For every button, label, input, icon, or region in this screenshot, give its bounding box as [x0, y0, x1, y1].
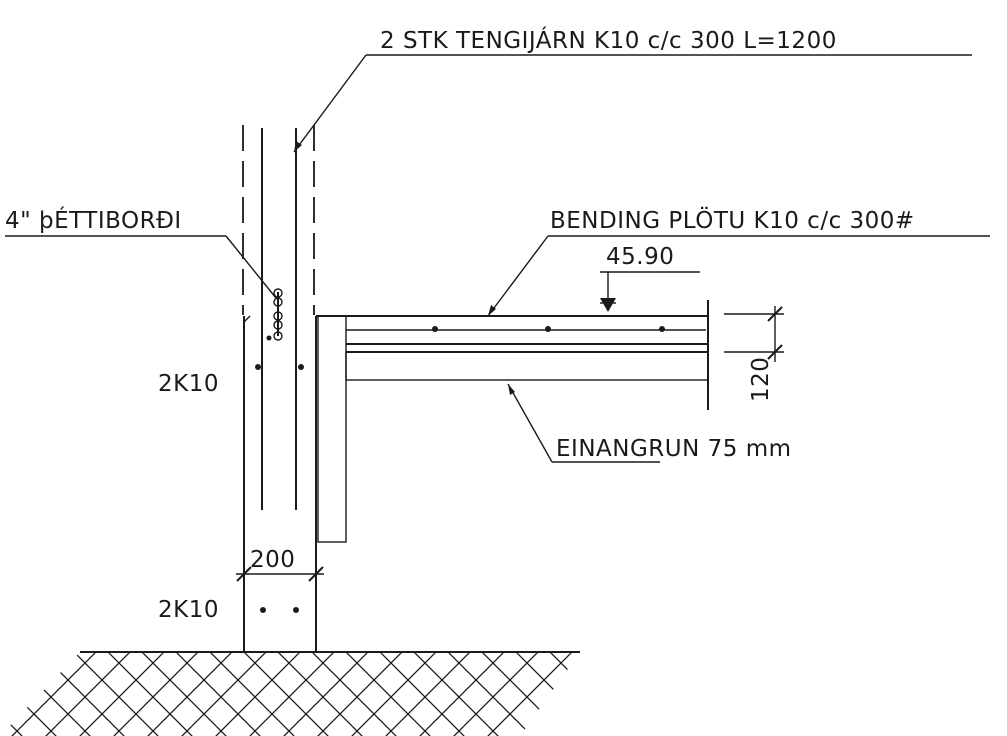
insulation-label: EINANGRUN 75 mm — [556, 436, 792, 462]
wall-rebar-dot — [298, 364, 304, 370]
footing — [243, 572, 317, 652]
footing-bars-label: 2K10 — [158, 597, 219, 623]
wall — [242, 125, 317, 572]
slab — [316, 300, 709, 410]
slab-thickness-value: 120 — [748, 357, 774, 402]
slab-rebar-dot — [659, 326, 665, 332]
waterstop-label: 4" þÉTTIBORÐI — [5, 206, 182, 234]
wall-rebar-dot — [255, 364, 261, 370]
footing-rebar — [293, 607, 299, 613]
waterstop-symbol — [273, 288, 283, 341]
connector-bars-callout: 2 STK TENGIJÁRN K10 c/c 300 L=1200 — [293, 26, 972, 153]
wall-width-value: 200 — [250, 547, 295, 573]
slab-thickness-dimension: 120 — [724, 306, 784, 402]
slab-insulation — [345, 351, 709, 381]
slab-reinforcement-callout: BENDING PLÖTU K10 c/c 300# — [487, 206, 990, 317]
slab-reinforcement-label: BENDING PLÖTU K10 c/c 300# — [550, 206, 915, 234]
level-value: 45.90 — [606, 244, 674, 270]
ground-section — [0, 651, 580, 736]
wall-width-dimension: 200 — [236, 547, 324, 582]
ground-hatch — [0, 652, 580, 736]
level-triangle-icon — [600, 298, 616, 312]
insulation-callout: EINANGRUN 75 mm — [507, 383, 792, 463]
waterstop-callout: 4" þÉTTIBORÐI — [5, 206, 277, 299]
wall-insulation — [317, 315, 347, 543]
level-marker: 45.90 — [600, 244, 700, 312]
connector-bars-label: 2 STK TENGIJÁRN K10 c/c 300 L=1200 — [380, 26, 837, 54]
footing-rebar — [260, 607, 266, 613]
slab-rebar-dot — [432, 326, 438, 332]
wall-bars-label: 2K10 — [158, 371, 219, 397]
slab-rebar-dot — [545, 326, 551, 332]
